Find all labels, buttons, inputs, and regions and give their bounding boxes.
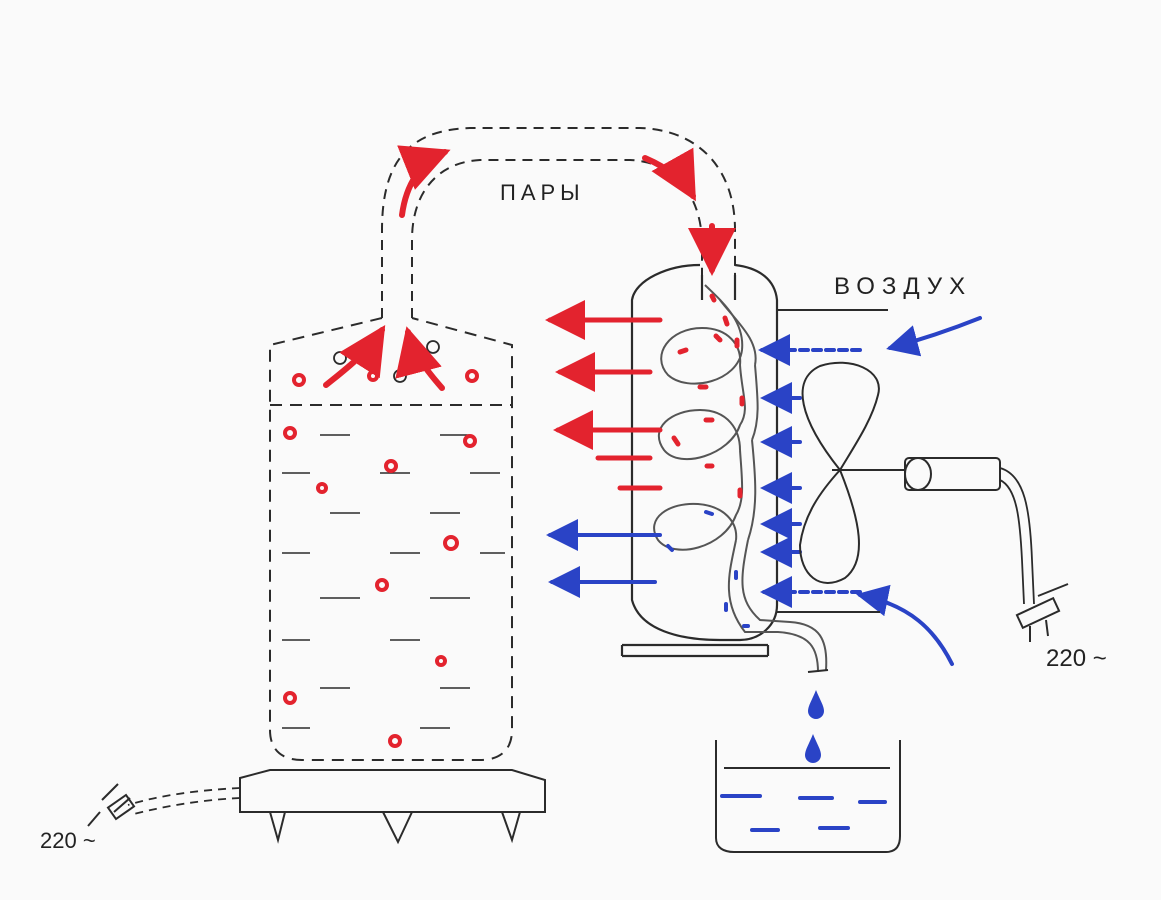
heater-power-cord	[127, 787, 241, 816]
outlet-spout	[807, 669, 829, 673]
voltage-label-left: 220 ~	[40, 828, 96, 853]
heater-base	[239, 769, 546, 845]
collected-distillate	[720, 794, 887, 832]
boiler-tank	[269, 317, 513, 761]
boiling-bubbles	[283, 369, 479, 748]
plug-right-icon	[1015, 583, 1069, 642]
vapor-pipe	[381, 127, 736, 318]
fan-icon	[798, 361, 905, 584]
air-label: ВОЗДУХ	[834, 273, 972, 300]
collection-vessel	[715, 740, 901, 853]
air-inflow-curves	[856, 316, 982, 666]
condenser-body	[620, 263, 779, 658]
air-in-arrows	[758, 334, 862, 608]
condensate-drops	[805, 690, 824, 763]
cool-air-out-arrows	[546, 519, 662, 598]
rising-vapor-arrows	[323, 324, 445, 391]
fan-motor	[904, 457, 1001, 491]
voltage-label-right: 220 ~	[1046, 645, 1107, 672]
plug-left-icon	[87, 783, 136, 827]
condenser-coil	[653, 284, 828, 673]
coil-condensate-dots	[666, 510, 750, 628]
liquid-level-marks	[282, 434, 505, 729]
fan-power-cord	[999, 467, 1035, 605]
coil-vapor-dots	[671, 293, 745, 499]
vapors-label: ПАРЫ	[500, 180, 585, 205]
vapor-pipe-arrows	[397, 145, 736, 276]
air-duct	[777, 309, 888, 613]
heat-out-arrows	[545, 300, 663, 491]
